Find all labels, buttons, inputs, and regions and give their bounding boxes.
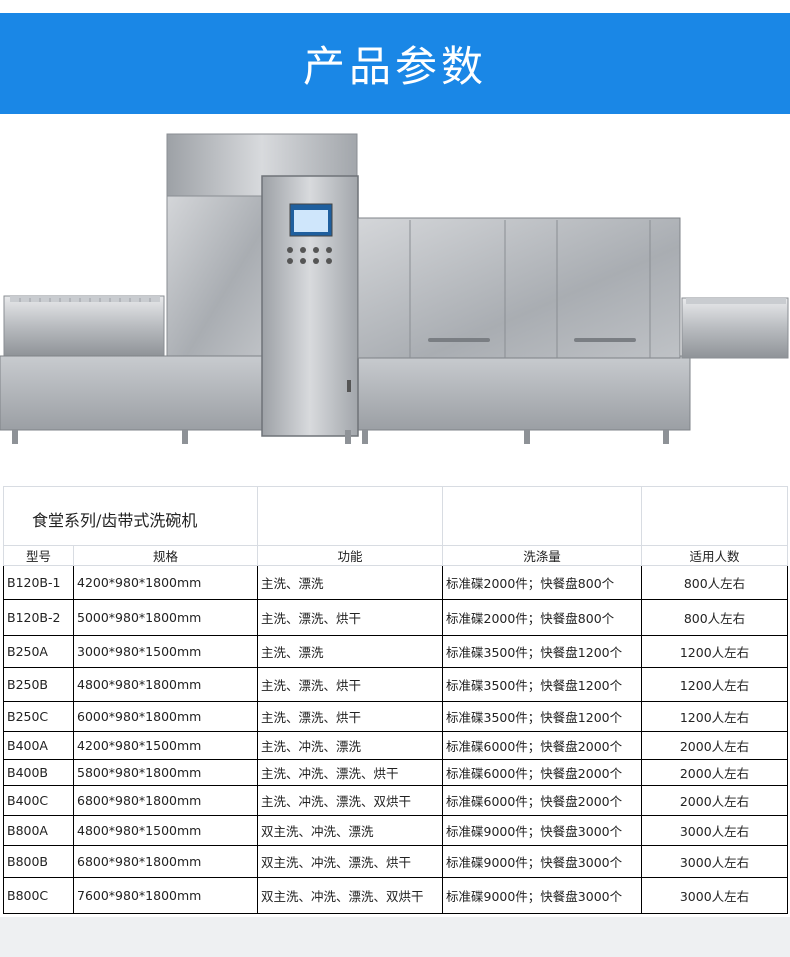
cell-people: 2000人左右: [641, 731, 788, 760]
header-people: 适用人数: [641, 545, 788, 566]
cell-capacity: 标准碟3500件；快餐盘1200个: [442, 667, 642, 702]
cell-function: 主洗、冲洗、漂洗、双烘干: [257, 785, 443, 816]
cell-people: 1200人左右: [641, 635, 788, 668]
cell-spec: 7600*980*1800mm: [73, 877, 258, 914]
cell-capacity: 标准碟3500件；快餐盘1200个: [442, 701, 642, 732]
cell-function: 主洗、漂洗: [257, 565, 443, 600]
cell-model: B120B-1: [3, 565, 74, 600]
cell-function: 主洗、漂洗、烘干: [257, 599, 443, 636]
cell-function: 双主洗、冲洗、漂洗、烘干: [257, 845, 443, 878]
cell-model: B400A: [3, 731, 74, 760]
cell-function: 主洗、漂洗、烘干: [257, 701, 443, 732]
cell-capacity: 标准碟6000件；快餐盘2000个: [442, 785, 642, 816]
table-caption: 食堂系列/齿带式洗碗机: [3, 486, 258, 546]
cell-function: 主洗、冲洗、漂洗、烘干: [257, 759, 443, 786]
cell-capacity: 标准碟6000件；快餐盘2000个: [442, 731, 642, 760]
header-model: 型号: [3, 545, 74, 566]
cell-people: 3000人左右: [641, 877, 788, 914]
caption-row: 食堂系列/齿带式洗碗机: [3, 486, 788, 546]
cell-capacity: 标准碟6000件；快餐盘2000个: [442, 759, 642, 786]
cell-function: 双主洗、冲洗、漂洗: [257, 815, 443, 846]
header-spec: 规格: [73, 545, 258, 566]
cell-people: 3000人左右: [641, 815, 788, 846]
cell-model: B400B: [3, 759, 74, 786]
cell-spec: 5000*980*1800mm: [73, 599, 258, 636]
bottom-band: [0, 917, 790, 957]
cell-spec: 5800*980*1800mm: [73, 759, 258, 786]
empty-cell: [641, 486, 788, 546]
cell-spec: 4200*980*1800mm: [73, 565, 258, 600]
section-title: 产品参数: [302, 42, 487, 91]
cell-function: 主洗、冲洗、漂洗: [257, 731, 443, 760]
cell-people: 1200人左右: [641, 701, 788, 732]
product-image: [0, 130, 790, 450]
header-row: 型号 规格 功能 洗涤量 适用人数: [3, 545, 788, 566]
cell-model: B250B: [3, 667, 74, 702]
cell-capacity: 标准碟3500件；快餐盘1200个: [442, 635, 642, 668]
cell-people: 800人左右: [641, 565, 788, 600]
cell-capacity: 标准碟9000件；快餐盘3000个: [442, 845, 642, 878]
cell-model: B250C: [3, 701, 74, 732]
cell-spec: 3000*980*1500mm: [73, 635, 258, 668]
cell-spec: 6800*980*1800mm: [73, 845, 258, 878]
cell-function: 主洗、漂洗、烘干: [257, 667, 443, 702]
cell-spec: 6800*980*1800mm: [73, 785, 258, 816]
cell-capacity: 标准碟2000件；快餐盘800个: [442, 599, 642, 636]
cell-function: 主洗、漂洗: [257, 635, 443, 668]
cell-people: 3000人左右: [641, 845, 788, 878]
cell-model: B800C: [3, 877, 74, 914]
cell-people: 1200人左右: [641, 667, 788, 702]
cell-function: 双主洗、冲洗、漂洗、双烘干: [257, 877, 443, 914]
cell-model: B250A: [3, 635, 74, 668]
top-spacer: [0, 0, 790, 13]
cell-spec: 6000*980*1800mm: [73, 701, 258, 732]
cell-capacity: 标准碟9000件；快餐盘3000个: [442, 877, 642, 914]
section-banner: 产品参数: [0, 13, 790, 114]
cell-model: B800B: [3, 845, 74, 878]
cell-spec: 4800*980*1800mm: [73, 667, 258, 702]
cell-model: B120B-2: [3, 599, 74, 636]
header-capacity: 洗涤量: [442, 545, 642, 566]
cell-people: 2000人左右: [641, 759, 788, 786]
cell-capacity: 标准碟2000件；快餐盘800个: [442, 565, 642, 600]
header-function: 功能: [257, 545, 443, 566]
dishwasher-illustration: [0, 133, 789, 444]
cell-model: B400C: [3, 785, 74, 816]
cell-people: 2000人左右: [641, 785, 788, 816]
empty-cell: [257, 486, 443, 546]
cell-spec: 4800*980*1500mm: [73, 815, 258, 846]
cell-model: B800A: [3, 815, 74, 846]
cell-people: 800人左右: [641, 599, 788, 636]
empty-cell: [442, 486, 642, 546]
cell-capacity: 标准碟9000件；快餐盘3000个: [442, 815, 642, 846]
cell-spec: 4200*980*1500mm: [73, 731, 258, 760]
